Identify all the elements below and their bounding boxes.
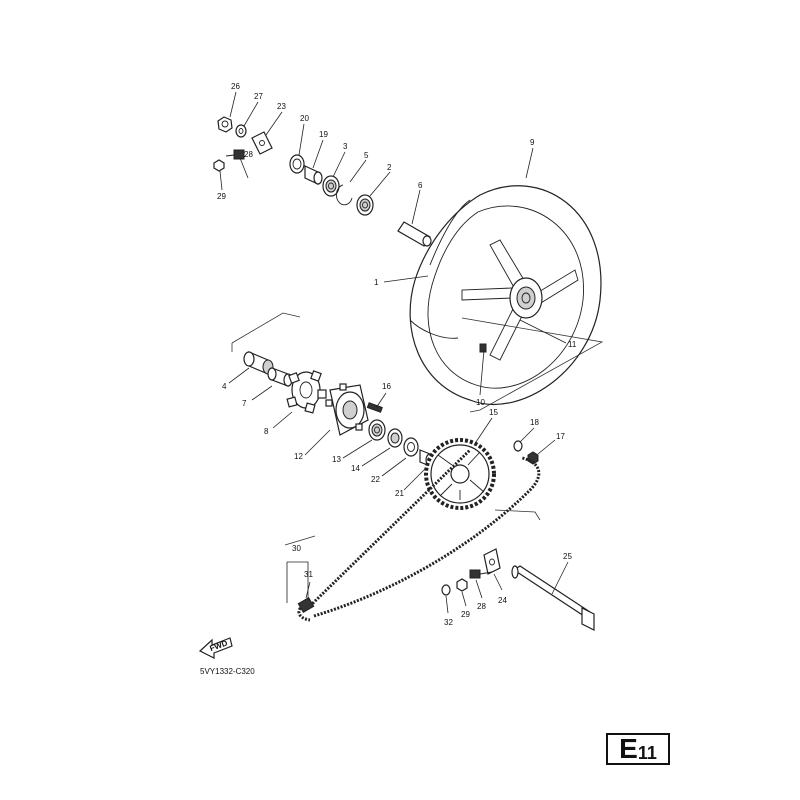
sprocket-hub-12: [325, 383, 369, 436]
washer-18: [513, 440, 523, 452]
rear-wheel-1: [409, 185, 602, 405]
collar-20: [289, 154, 305, 174]
nut-29-lower: [456, 578, 468, 592]
callout-30: 30: [292, 544, 301, 553]
callout-29-upper: 29: [217, 192, 226, 201]
assembly-plane: [231, 312, 604, 413]
chain-joint-31: [297, 596, 315, 614]
callout-28-lower: 28: [477, 602, 486, 611]
callout-16: 16: [382, 382, 391, 391]
callout-12: 12: [294, 452, 303, 461]
callout-11: 11: [568, 340, 577, 349]
bolt-28-upper: [225, 149, 245, 160]
nut-29-upper: [213, 159, 225, 172]
callout-17: 17: [556, 432, 565, 441]
washer-32: [441, 584, 451, 596]
callout-23: 23: [277, 102, 286, 111]
callout-28-upper: 28: [244, 150, 253, 159]
bearing-4: [243, 351, 274, 375]
oil-seal-3: [322, 175, 340, 197]
callout-22: 22: [371, 475, 380, 484]
callout-10: 10: [476, 398, 485, 407]
drive-chain-30: [297, 448, 541, 622]
callout-29-lower: 29: [461, 610, 470, 619]
page-label-letter: E: [619, 733, 638, 764]
callout-5: 5: [364, 151, 369, 160]
callout-9: 9: [530, 138, 535, 147]
callout-25: 25: [563, 552, 572, 561]
callout-8: 8: [264, 427, 269, 436]
stud-16: [366, 402, 383, 413]
callout-18: 18: [530, 418, 539, 427]
axle-25: [511, 565, 595, 631]
axle-nut-26: [217, 116, 233, 133]
callout-6: 6: [418, 181, 423, 190]
collar-7: [267, 367, 293, 387]
callout-1: 1: [374, 278, 379, 287]
bearing-13: [368, 419, 386, 441]
oil-seal-14: [387, 428, 403, 448]
washer-27: [235, 124, 247, 138]
collar-22: [403, 437, 419, 457]
callout-4: 4: [222, 382, 227, 391]
callout-13: 13: [332, 455, 341, 464]
callout-24: 24: [498, 596, 507, 605]
adjuster-plate-24: [483, 548, 501, 575]
plate-23: [251, 131, 273, 155]
callout-27: 27: [254, 92, 263, 101]
callout-numbers: 26 27 23 20 19 3 5 2 6 9 1 28 28 29 4 7 …: [217, 82, 577, 627]
circlip-5: [335, 184, 353, 206]
collar-19: [304, 165, 323, 185]
spacer-6: [397, 221, 432, 247]
callout-14: 14: [351, 464, 360, 473]
callout-26: 26: [231, 82, 240, 91]
damper-8: [286, 370, 327, 414]
fwd-arrow-icon: FWD: [198, 637, 233, 659]
callout-2: 2: [387, 163, 392, 172]
bolt-28-lower: [469, 569, 493, 579]
page-label: E 11: [606, 733, 670, 765]
callout-3: 3: [343, 142, 348, 151]
callout-21: 21: [395, 489, 404, 498]
chain-plane: [284, 509, 541, 546]
diagram-code: 5VY1332-C320: [200, 667, 255, 676]
callout-7: 7: [242, 399, 247, 408]
leader-lines: [219, 91, 569, 614]
callout-32: 32: [444, 618, 453, 627]
bearing-2: [356, 194, 374, 216]
callout-15: 15: [489, 408, 498, 417]
sprocket-15: [424, 438, 496, 510]
page-label-number: 11: [637, 742, 657, 763]
callout-20: 20: [300, 114, 309, 123]
callout-19: 19: [319, 130, 328, 139]
callout-31: 31: [304, 570, 313, 579]
